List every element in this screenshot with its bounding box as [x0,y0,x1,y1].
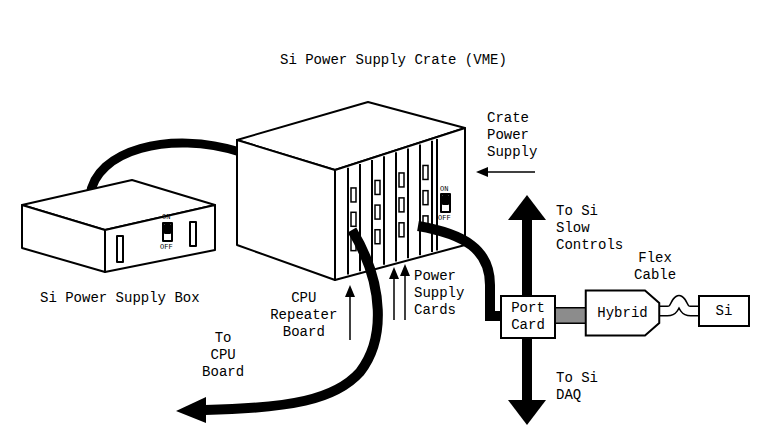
card-edge [371,160,373,268]
connector-fill [660,300,698,311]
pointer-head [476,167,488,177]
card-slot [399,173,404,187]
pointer-head [345,285,355,297]
data-arrowhead [508,400,546,425]
card-edge [347,168,349,275]
card-slot [375,180,380,194]
switch-toggle [165,225,170,233]
switch-label: OFF [438,214,451,222]
box-slot [190,222,196,246]
card-slot [351,188,356,202]
cpu-cable [205,230,378,410]
card-slot [423,165,428,179]
pointer-head [400,264,410,276]
switch-label: ON [162,213,170,221]
callout-label: Crate Power Supply [487,110,546,161]
switch-label: ON [440,185,448,193]
port-card: Port Card [500,295,556,339]
card-slot [375,205,380,219]
port-hybrid-link [556,315,585,316]
box-switch [163,223,172,241]
card-slot [399,198,404,212]
vme-crate [237,102,465,280]
callout-label: Flex Cable [632,250,678,284]
card-edge [383,156,385,265]
box-side [22,205,105,272]
callout-label: Si Power Supply Box [40,290,200,307]
data-arrowhead [508,195,546,220]
node-label: Port Card [509,300,547,334]
crate-side [237,140,335,280]
callout-label: To Si Slow Controls [556,203,627,254]
pointer-arrow [404,273,406,320]
card-edge [407,148,409,258]
cpu-arrowhead [176,397,206,423]
pointer-head [389,267,399,279]
card-edge [419,145,421,256]
card-slot [375,230,380,244]
card-slot [399,223,404,237]
pointer-arrow [484,171,535,173]
card-edge [395,152,397,261]
hybrid-shape [586,290,660,335]
pointer-arrow [393,276,395,320]
silicon-detector: Si [698,295,750,327]
card-slot [423,191,428,205]
card-slot [351,212,356,226]
callout-label: Power Supply Cards [414,268,469,319]
callout-label: To Si DAQ [556,370,611,404]
switch-toggle [443,196,448,204]
crate-switch [441,194,450,212]
node-label: Si [716,303,733,320]
callout-label: Si Power Supply Crate (VME) [280,52,507,69]
node-label: Hybrid [597,305,647,322]
connector-fill [556,309,585,323]
connector-outline [556,307,585,324]
crate-front [335,128,465,280]
hybrid-board: Hybrid [585,290,660,336]
card-edge [431,141,433,252]
flex-cable [660,300,698,311]
box-front [105,205,215,272]
box-slot [117,236,123,262]
power-supply-box [22,180,215,272]
callout-label: To CPU Board [200,330,246,381]
connector-outline [660,300,698,311]
callout-label: CPU Repeater Board [266,290,342,341]
pointer-arrow [349,294,351,340]
switch-label: OFF [160,243,173,251]
